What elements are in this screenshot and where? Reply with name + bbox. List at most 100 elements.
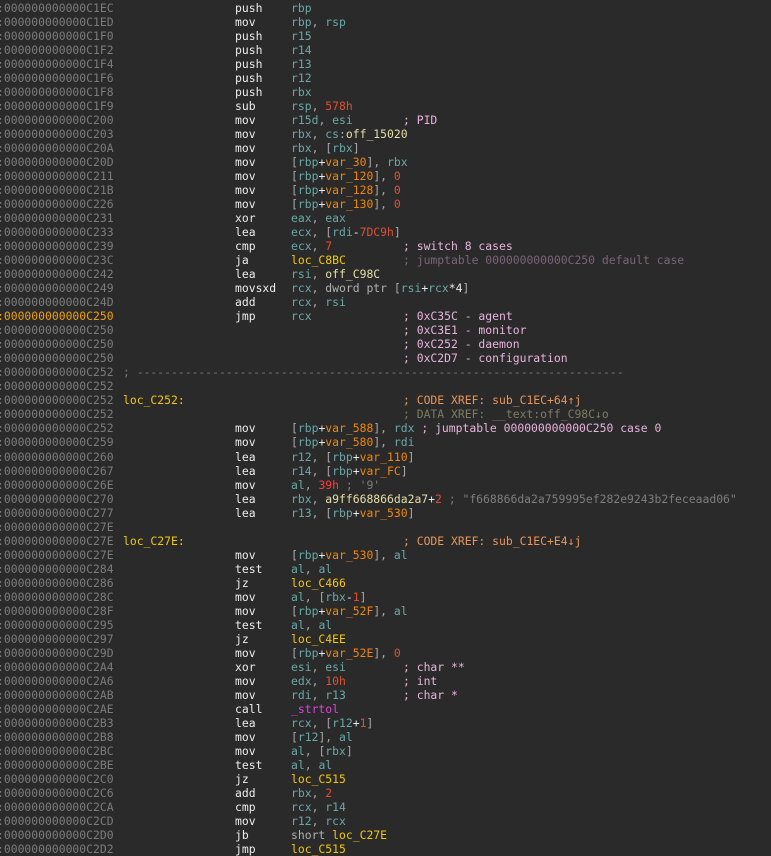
address[interactable]: :000000000000C252 (0, 393, 114, 408)
address[interactable]: :000000000000C2B3 (0, 715, 114, 730)
address[interactable]: :000000000000C2CA (0, 799, 114, 814)
data-ref[interactable]: off_15020 (345, 127, 408, 142)
listing-line[interactable]: :000000000000C250; 0xC3E1 - monitor (0, 323, 771, 337)
data-ref[interactable]: off_C98C (325, 267, 381, 282)
address[interactable]: :000000000000C2A6 (0, 673, 114, 688)
address[interactable]: :000000000000C259 (0, 435, 114, 450)
address[interactable]: :000000000000C260 (0, 449, 114, 464)
address[interactable]: :000000000000C2D0 (0, 827, 114, 842)
address[interactable]: :000000000000C1F2 (0, 43, 114, 58)
stack-variable[interactable]: var_120 (325, 169, 374, 184)
address[interactable]: :000000000000C250 (0, 337, 114, 352)
address[interactable]: :000000000000C2BE (0, 757, 114, 772)
address[interactable]: :000000000000C2AE (0, 701, 114, 716)
address[interactable]: :000000000000C27E (0, 533, 114, 548)
address[interactable]: :000000000000C2A4 (0, 659, 114, 674)
stack-variable[interactable]: var_FC (359, 463, 401, 478)
address[interactable]: :000000000000C277 (0, 505, 114, 520)
stack-variable[interactable]: var_30 (325, 155, 367, 170)
address[interactable]: :000000000000C2CD (0, 813, 114, 828)
address[interactable]: :000000000000C2BC (0, 743, 114, 758)
data-xref[interactable]: ; DATA XREF: __text:off_C98C↓o (403, 407, 609, 422)
address[interactable]: :000000000000C1F4 (0, 57, 114, 72)
stack-variable[interactable]: var_110 (359, 449, 408, 464)
address[interactable]: :000000000000C1F6 (0, 71, 114, 86)
address[interactable]: :000000000000C286 (0, 575, 114, 590)
address[interactable]: :000000000000C2D2 (0, 841, 114, 856)
address[interactable]: :000000000000C1F8 (0, 85, 114, 100)
address[interactable]: :000000000000C295 (0, 617, 114, 632)
address[interactable]: :000000000000C250 (0, 309, 114, 324)
address[interactable]: :000000000000C270 (0, 491, 114, 506)
stack-variable[interactable]: var_580 (325, 435, 374, 450)
stack-variable[interactable]: var_530 (359, 505, 408, 520)
stack-variable[interactable]: var_588 (325, 421, 374, 436)
address[interactable]: :000000000000C203 (0, 127, 114, 142)
address[interactable]: :000000000000C2B8 (0, 729, 114, 744)
address[interactable]: :000000000000C250 (0, 351, 114, 366)
code-label-ref[interactable]: loc_C8BC (291, 253, 346, 268)
address[interactable]: :000000000000C26E (0, 477, 114, 492)
address[interactable]: :000000000000C284 (0, 561, 114, 576)
address[interactable]: :000000000000C1EC (0, 1, 114, 15)
stack-variable[interactable]: var_52F (325, 603, 374, 618)
address[interactable]: :000000000000C249 (0, 281, 114, 296)
listing-line[interactable]: :000000000000C27E (0, 520, 771, 534)
stack-variable[interactable]: var_130 (325, 197, 374, 212)
address[interactable]: :000000000000C2C0 (0, 771, 114, 786)
address[interactable]: :000000000000C29D (0, 645, 114, 660)
function-ref[interactable]: _strtol (291, 701, 340, 716)
code-label[interactable]: loc_C27E: (123, 533, 185, 548)
address[interactable]: :000000000000C233 (0, 225, 114, 240)
address[interactable]: :000000000000C200 (0, 113, 114, 128)
stack-variable[interactable]: var_128 (325, 183, 374, 198)
code-xref[interactable]: ; CODE XREF: sub_C1EC+E4↓j (403, 533, 582, 548)
listing-line[interactable]: :000000000000C252 (0, 379, 771, 393)
address[interactable]: :000000000000C27E (0, 519, 114, 534)
listing-line[interactable]: :000000000000C252; ---------------------… (0, 365, 771, 379)
address[interactable]: :000000000000C20A (0, 141, 114, 156)
address[interactable]: :000000000000C226 (0, 197, 114, 212)
address[interactable]: :000000000000C1F9 (0, 99, 114, 114)
address[interactable]: :000000000000C297 (0, 631, 114, 646)
data-ref[interactable]: a9ff668866da2a7 (325, 491, 429, 506)
